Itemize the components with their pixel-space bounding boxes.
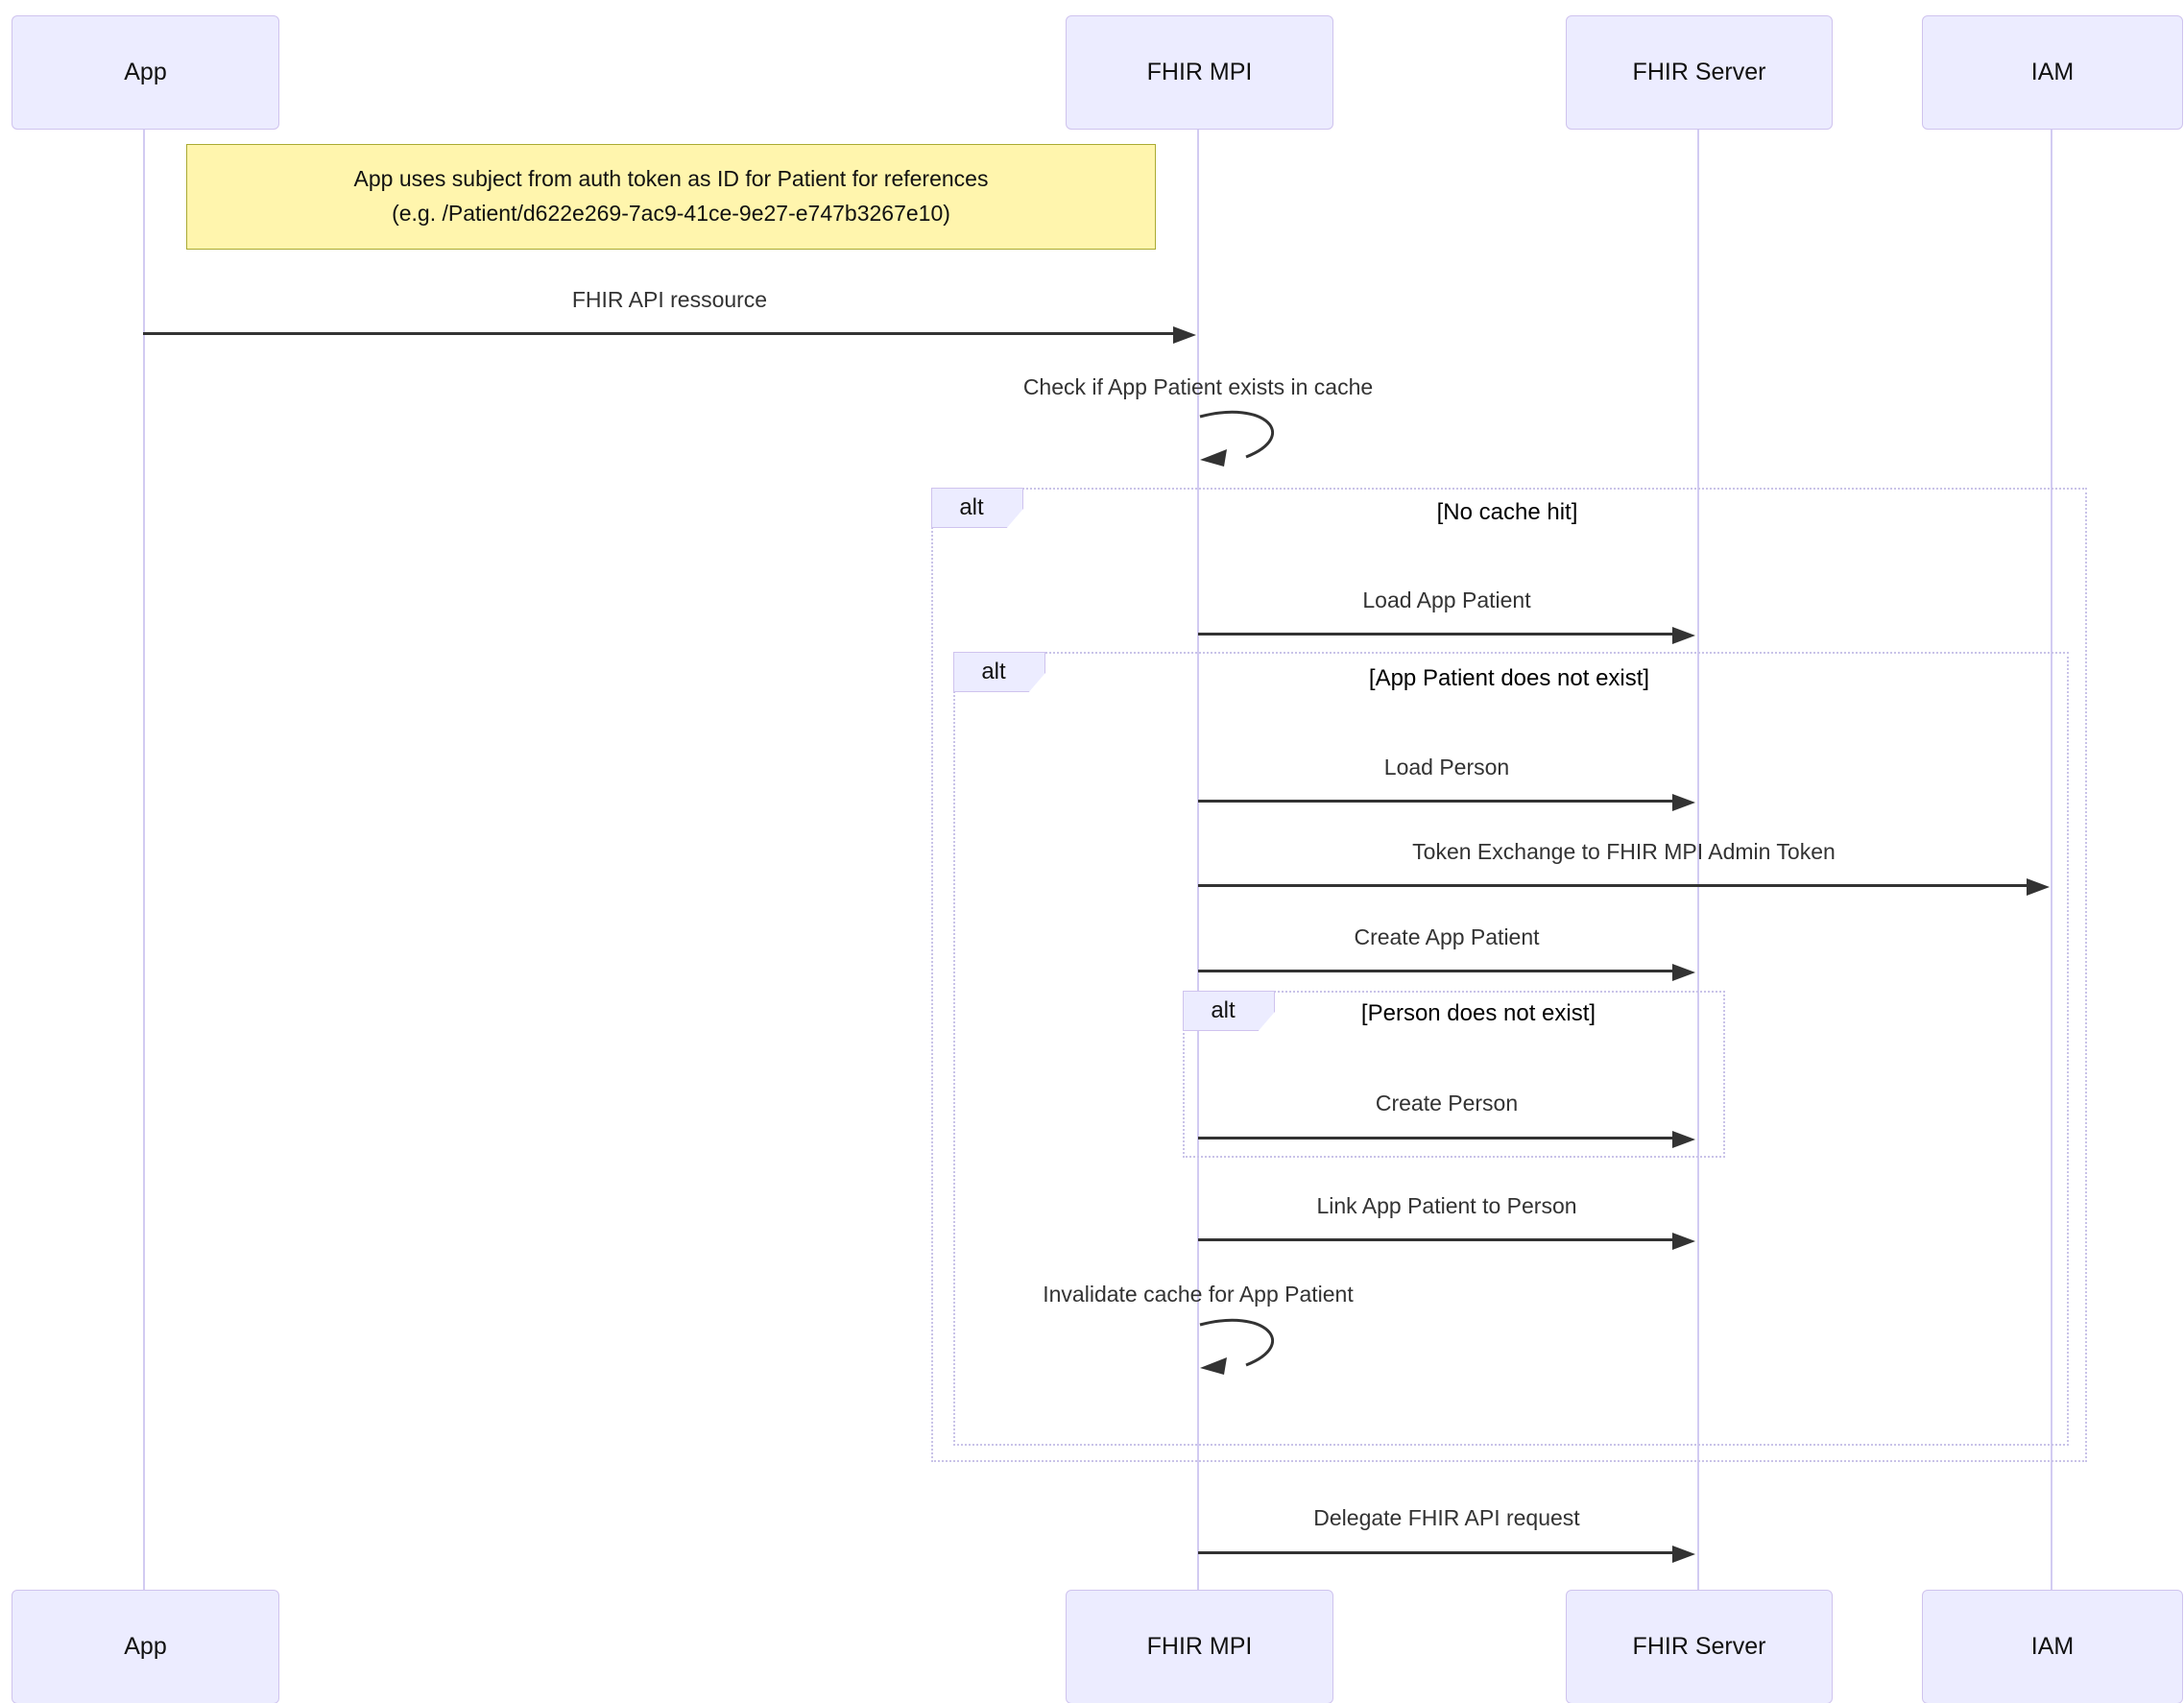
arrowhead-icon <box>1672 1546 1695 1563</box>
actor-iam-top: IAM <box>1922 15 2183 130</box>
alt-guard-no-cache-hit: [No cache hit] <box>1436 499 1578 525</box>
arrowhead-icon <box>1672 794 1695 811</box>
message-label-link-app-patient: Link App Patient to Person <box>1316 1193 1577 1218</box>
lifeline-fhir-server <box>1697 128 1699 1590</box>
arrowhead-icon <box>1672 1233 1695 1250</box>
arrowhead-icon <box>1672 1131 1695 1148</box>
lifeline-app <box>143 128 145 1590</box>
message-label-create-person: Create Person <box>1375 1091 1519 1115</box>
alt-guard-person-missing: [Person does not exist] <box>1360 1000 1596 1026</box>
message-label-check-cache: Check if App Patient exists in cache <box>1022 374 1374 399</box>
alt-guard-app-patient-missing: [App Patient does not exist] <box>1368 665 1650 691</box>
lifeline-fhir-mpi <box>1197 128 1199 1590</box>
note-line-2: (e.g. /Patient/d622e269-7ac9-41ce-9e27-e… <box>392 201 950 226</box>
message-arrow-line <box>1198 970 1675 972</box>
actor-fhir-server-bottom: FHIR Server <box>1566 1590 1833 1703</box>
actor-app-top: App <box>12 15 279 130</box>
message-label-invalidate-cache: Invalidate cache for App Patient <box>1043 1282 1354 1307</box>
message-arrow-line <box>1198 1551 1675 1554</box>
note-line-1: App uses subject from auth token as ID f… <box>353 166 989 192</box>
message-label-load-person: Load Person <box>1383 755 1510 780</box>
arrowhead-icon <box>1672 964 1695 981</box>
lifeline-iam <box>2051 128 2052 1590</box>
self-loop-icon <box>1199 410 1275 467</box>
message-arrow-line <box>1198 800 1675 803</box>
message-label-fhir-api-ressource: FHIR API ressource <box>571 287 768 312</box>
arrowhead-icon <box>1672 627 1695 644</box>
message-label-create-app-patient: Create App Patient <box>1354 924 1540 949</box>
actor-app-bottom: App <box>12 1590 279 1703</box>
message-arrow-line <box>1198 884 2029 887</box>
actor-iam-bottom: IAM <box>1922 1590 2183 1703</box>
message-label-load-app-patient: Load App Patient <box>1362 588 1531 612</box>
message-label-delegate-request: Delegate FHIR API request <box>1313 1505 1580 1530</box>
actor-fhir-mpi-bottom: FHIR MPI <box>1066 1590 1333 1703</box>
alt-frame-no-cache-hit <box>931 488 2087 1462</box>
note-patient-reference: App uses subject from auth token as ID f… <box>186 144 1156 250</box>
alt-operator-label: alt <box>953 652 1045 692</box>
message-arrow-line <box>143 332 1176 335</box>
alt-operator-label: alt <box>931 488 1023 528</box>
message-arrow-line <box>1198 1238 1675 1241</box>
actor-fhir-mpi-top: FHIR MPI <box>1066 15 1333 130</box>
message-arrow-line <box>1198 1137 1675 1139</box>
message-arrow-line <box>1198 633 1675 636</box>
alt-frame-app-patient-missing <box>953 652 2069 1446</box>
arrowhead-icon <box>2027 878 2050 896</box>
self-loop-icon <box>1199 1318 1275 1375</box>
actor-fhir-server-top: FHIR Server <box>1566 15 1833 130</box>
alt-frame-person-missing <box>1183 991 1725 1158</box>
message-label-token-exchange: Token Exchange to FHIR MPI Admin Token <box>1412 839 1836 864</box>
alt-operator-label: alt <box>1183 991 1275 1031</box>
arrowhead-icon <box>1173 326 1196 344</box>
